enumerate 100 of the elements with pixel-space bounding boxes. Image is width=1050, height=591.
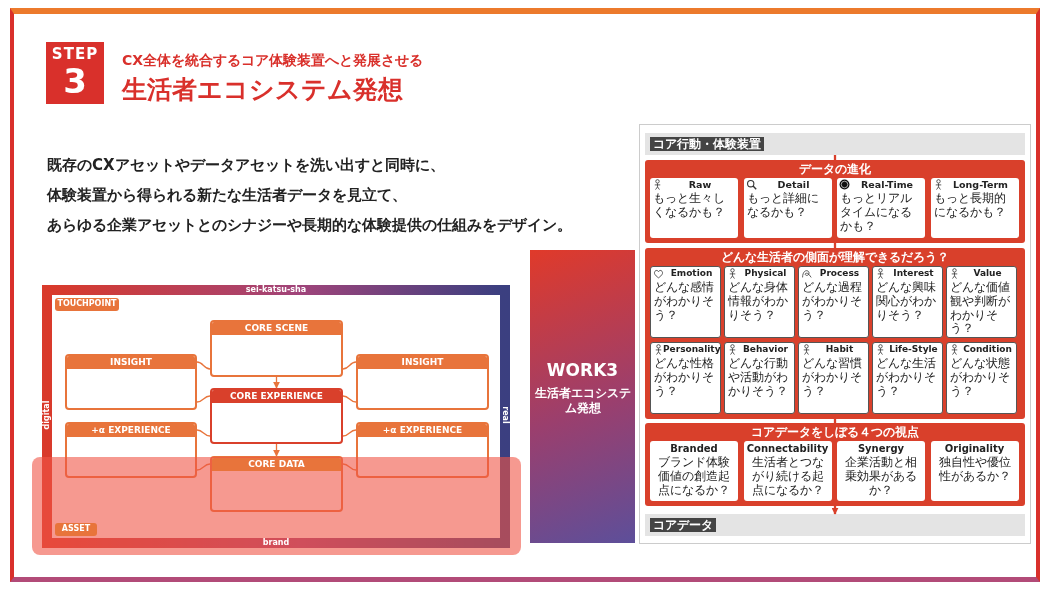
data-card	[798, 342, 869, 414]
box-header: +α EXPERIENCE	[358, 424, 487, 437]
worksheet-box	[210, 320, 343, 377]
worksheet-box	[356, 354, 489, 410]
axis-label: brand	[262, 539, 290, 547]
box-header: CORE SCENE	[212, 322, 341, 335]
panel-title: データの進化	[799, 163, 871, 175]
worksheet-box	[356, 422, 489, 478]
connector-line	[196, 429, 211, 437]
box-header: CORE DATA	[212, 458, 341, 471]
card-title: Value	[973, 269, 1002, 278]
worksheet-box	[65, 354, 197, 410]
connector-line	[196, 395, 211, 403]
data-card	[837, 178, 925, 238]
tag	[55, 523, 97, 536]
body-text: 体験装置から得られる新たな生活者データを見立て、	[47, 186, 407, 204]
card-title: Habit	[825, 345, 854, 354]
panel-title: どんな生活者の側面が理解できるだろう？	[721, 251, 949, 263]
step-badge	[46, 42, 104, 104]
card-question: どんな興味関心がわかりそう？	[876, 281, 937, 323]
data-card	[724, 266, 795, 338]
box-header: INSIGHT	[67, 356, 195, 369]
connector-line	[342, 395, 357, 403]
data-card	[946, 342, 1017, 414]
card-title: Synergy	[857, 444, 905, 454]
step-number: 3	[63, 64, 87, 98]
connector-line	[196, 463, 211, 471]
work-subtitle: 生活者エコシステム発想	[534, 386, 631, 416]
connector-line	[833, 419, 837, 423]
slide-title: 生活者エコシステム発想	[122, 76, 403, 104]
box-header: +α EXPERIENCE	[67, 424, 195, 437]
worksheet-box	[210, 456, 343, 512]
arrow	[273, 443, 280, 457]
card-question: どんな感情がわかりそう？	[654, 281, 715, 323]
axis-label: sei-katsu-sha	[245, 286, 307, 294]
card-question: どんな身体情報がわかりそう？	[728, 281, 789, 323]
data-card	[650, 178, 738, 238]
card-title: Branded	[670, 444, 718, 454]
data-card	[872, 266, 943, 338]
band-label: コアデータ	[650, 518, 716, 532]
card-title: Originality	[944, 444, 1005, 454]
card-title: Interest	[893, 269, 934, 278]
card-question: どんな習慣がわかりそう？	[802, 357, 863, 399]
card-question: どんな過程がわかりそう？	[802, 281, 863, 323]
card-title: Real-Time	[860, 180, 914, 190]
card-question: どんな価値観や判断がわかりそう？	[950, 281, 1011, 337]
tag-label: TOUCHPOINT	[57, 300, 117, 308]
card-question: もっと生々しくなるかも？	[653, 192, 726, 220]
card-title: Process	[819, 269, 860, 278]
axis-label: real	[501, 406, 509, 424]
card-title: Raw	[688, 180, 712, 190]
data-card	[930, 178, 1019, 238]
card-title: Condition	[963, 345, 1012, 354]
connector-line	[342, 463, 357, 471]
body-text: あらゆる企業アセットとのシナジーや長期的な体験提供の仕組みをデザイン。	[47, 216, 572, 234]
data-card	[743, 178, 832, 238]
arrow	[273, 376, 280, 389]
card-title: Emotion	[670, 269, 713, 278]
card-question: 生活者とつながり続ける起点になるか？	[750, 456, 825, 498]
card-question: どんな生活がわかりそう？	[876, 357, 937, 399]
card-question: どんな性格がわかりそう？	[654, 357, 715, 399]
card-question: もっと長期的になるかも？	[933, 192, 1007, 220]
data-card	[798, 266, 869, 338]
card-question: もっとリアルタイムになるかも？	[840, 192, 913, 234]
body-text: 既存のCXアセットやデータアセットを洗い出すと同時に、	[47, 156, 445, 174]
section-panel	[645, 248, 1025, 419]
work-title: WORK3	[546, 362, 619, 379]
section-band	[645, 133, 1025, 155]
data-card	[650, 342, 721, 414]
card-title: Long-Term	[953, 180, 1008, 190]
data-card	[724, 342, 795, 414]
card-title: Connectability	[746, 444, 829, 454]
arrow	[831, 506, 839, 515]
connector-line	[342, 361, 357, 370]
viewpoint-card	[650, 441, 738, 501]
card-question: 独自性や優位性があるか？	[937, 456, 1012, 484]
connector-line	[342, 429, 357, 437]
card-question: どんな状態がわかりそう？	[950, 357, 1011, 399]
band-label: コア行動・体験装置	[650, 137, 764, 151]
viewpoint-card	[837, 441, 925, 501]
card-title: Life-Style	[889, 345, 938, 354]
section-band	[645, 514, 1025, 536]
viewpoint-card	[930, 441, 1019, 501]
connector-line	[833, 243, 837, 248]
connector-line	[196, 361, 211, 370]
data-card	[650, 266, 721, 338]
card-title: Physical	[744, 269, 787, 278]
worksheet-box	[65, 422, 197, 478]
card-question: ブランド体験価値の創造起点になるか？	[657, 456, 731, 498]
tag-label: ASSET	[61, 525, 91, 533]
box-header: INSIGHT	[358, 356, 487, 369]
card-title: Behavior	[743, 345, 788, 354]
connector-line	[833, 155, 837, 160]
step-label: STEP	[51, 47, 99, 62]
canvas-frame	[42, 285, 510, 548]
panel-title: コアデータをしぼる４つの視点	[751, 426, 919, 438]
card-question: どんな行動や活動がわかりそう？	[728, 357, 789, 399]
box-header: CORE EXPERIENCE	[212, 390, 341, 403]
worksheet-box	[210, 388, 343, 444]
data-card	[872, 342, 943, 414]
